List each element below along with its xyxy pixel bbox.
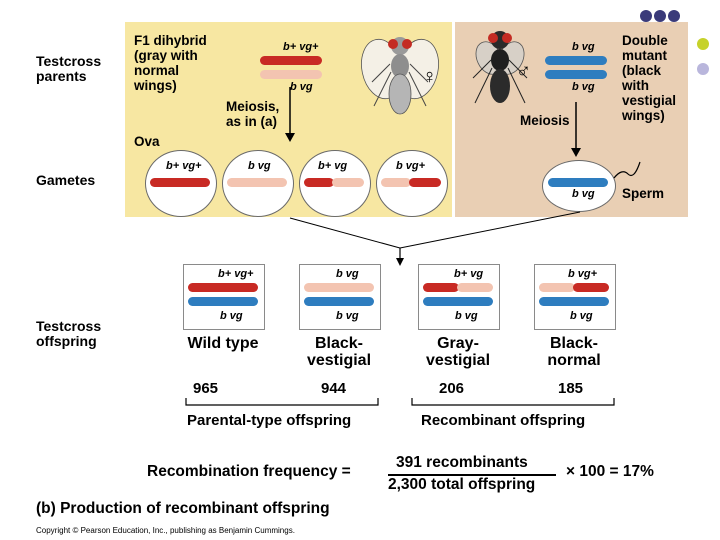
offspring-name-black-normal: Black- normal xyxy=(547,335,601,369)
offspring-1-bottom-genes: b vg xyxy=(220,310,243,322)
formula-numerator: 391 recombinants xyxy=(396,454,528,471)
ovum-1-genes: b+ vg+ xyxy=(166,160,202,172)
deco-dot-navy-1 xyxy=(640,10,652,22)
meiosis-right-label: Meiosis xyxy=(520,113,570,128)
ovum-4-genes: b vg+ xyxy=(396,160,426,172)
offspring-4-chromosome-top-red xyxy=(573,283,609,292)
meiosis-right-arrow xyxy=(571,102,581,157)
offspring-name-wild-type: Wild type xyxy=(187,335,259,352)
offspring-4-chromosome-bottom xyxy=(539,297,609,306)
offspring-3-chromosome-bottom xyxy=(423,297,493,306)
meiosis-left-label: Meiosis, as in (a) xyxy=(226,99,280,129)
ova-label: Ova xyxy=(134,134,160,149)
f1-bottom-genes: b vg xyxy=(290,81,313,93)
offspring-3-chromosome-top-pink xyxy=(457,283,493,292)
offspring-1-chromosome-top xyxy=(188,283,258,292)
offspring-1-chromosome-bottom xyxy=(188,297,258,306)
offspring-4-top-genes: b vg+ xyxy=(568,268,598,280)
offspring-3-top-genes: b+ vg xyxy=(454,268,484,280)
testcross-offspring-label: Testcross offspring xyxy=(36,318,102,349)
offspring-3-chromosome-top-red xyxy=(423,283,459,292)
testcross-parents-label: Testcross parents xyxy=(36,53,102,84)
f1-chromosome-pink xyxy=(260,70,322,79)
offspring-2-top-genes: b vg xyxy=(336,268,359,280)
offspring-3-bottom-genes: b vg xyxy=(455,310,478,322)
offspring-2-chromosome-bottom xyxy=(304,297,374,306)
offspring-1-top-genes: b+ vg+ xyxy=(218,268,254,280)
sperm-label: Sperm xyxy=(622,186,665,201)
offspring-4-bottom-genes: b vg xyxy=(570,310,593,322)
female-fly-illustration xyxy=(361,37,439,115)
recombinant-group-label: Recombinant offspring xyxy=(421,412,586,429)
offspring-name-gray-vestigial: Gray- vestigial xyxy=(425,335,491,369)
f1-top-genes: b+ vg+ xyxy=(283,41,319,53)
merge-arrows xyxy=(289,211,581,266)
f1-chromosome-red xyxy=(260,56,322,65)
male-fly-illustration xyxy=(472,31,528,104)
offspring-4-chromosome-top-pink xyxy=(539,283,575,292)
ovum-3-chromosome-pink xyxy=(332,178,364,187)
ovum-2-chromosome xyxy=(227,178,287,187)
sperm-genes: b vg xyxy=(572,188,595,200)
group-brackets xyxy=(185,398,615,406)
double-mutant-description: Double mutant (black with vestigial wing… xyxy=(622,33,677,123)
fraction-bar xyxy=(388,474,556,476)
offspring-count-black-vestigial: 944 xyxy=(321,380,347,397)
ovum-3-chromosome-red xyxy=(304,178,334,187)
copyright-notice: Copyright © Pearson Education, Inc., pub… xyxy=(36,526,295,535)
ovum-4-chromosome-red xyxy=(409,178,441,187)
offspring-name-black-vestigial: Black- vestigial xyxy=(306,335,372,369)
meiosis-left-arrow xyxy=(285,87,295,142)
ovum-1-chromosome xyxy=(150,178,210,187)
offspring-2-bottom-genes: b vg xyxy=(336,310,359,322)
formula-denominator: 2,300 total offspring xyxy=(388,476,536,493)
mutant-chromosome-2 xyxy=(545,70,607,79)
gametes-label: Gametes xyxy=(36,172,96,188)
mutant-chromosome-1 xyxy=(545,56,607,65)
male-symbol: ♂ xyxy=(516,60,531,82)
formula-label: Recombination frequency = xyxy=(147,463,351,480)
deco-dot-lavender xyxy=(697,63,709,75)
offspring-2-chromosome-top xyxy=(304,283,374,292)
deco-dot-navy-3 xyxy=(668,10,680,22)
mutant-top-genes: b vg xyxy=(572,41,595,53)
offspring-count-wild-type: 965 xyxy=(193,380,219,397)
sperm-chromosome xyxy=(548,178,608,187)
deco-dot-navy-2 xyxy=(654,10,666,22)
parental-group-label: Parental-type offspring xyxy=(187,412,352,429)
ovum-4-chromosome-pink xyxy=(381,178,411,187)
sperm-tail xyxy=(613,161,641,179)
ovum-2-genes: b vg xyxy=(248,160,271,172)
figure-caption: (b) Production of recombinant offspring xyxy=(36,500,330,517)
formula-result: × 100 = 17% xyxy=(566,463,654,480)
deco-dot-lime xyxy=(697,38,709,50)
mutant-bottom-genes: b vg xyxy=(572,81,595,93)
female-symbol: ♀ xyxy=(422,66,437,88)
f1-dihybrid-description: F1 dihybrid (gray with normal wings) xyxy=(134,33,207,93)
offspring-count-gray-vestigial: 206 xyxy=(439,380,465,397)
offspring-count-black-normal: 185 xyxy=(558,380,584,397)
ovum-3-genes: b+ vg xyxy=(318,160,348,172)
